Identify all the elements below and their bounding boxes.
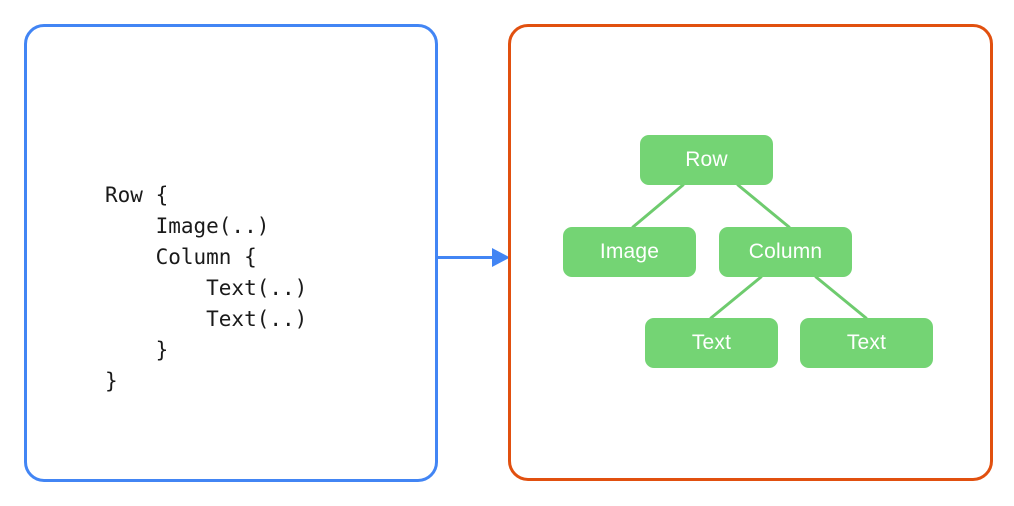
tree-node-column[interactable]: Column: [719, 227, 852, 277]
edge-row-column: [736, 183, 791, 229]
tree-node-row[interactable]: Row: [640, 135, 773, 185]
tree-node-text-2[interactable]: Text: [800, 318, 933, 368]
edge-column-text2: [814, 275, 868, 320]
code-panel: Row { Image(..) Column { Text(..) Text(.…: [24, 24, 438, 482]
tree-node-image[interactable]: Image: [563, 227, 696, 277]
transform-arrow: [438, 248, 510, 267]
edge-row-image: [631, 183, 685, 229]
tree-node-text-1[interactable]: Text: [645, 318, 778, 368]
edge-column-text1: [709, 275, 763, 320]
tree-edges: [631, 183, 868, 320]
source-code-block: Row { Image(..) Column { Text(..) Text(.…: [105, 183, 308, 393]
